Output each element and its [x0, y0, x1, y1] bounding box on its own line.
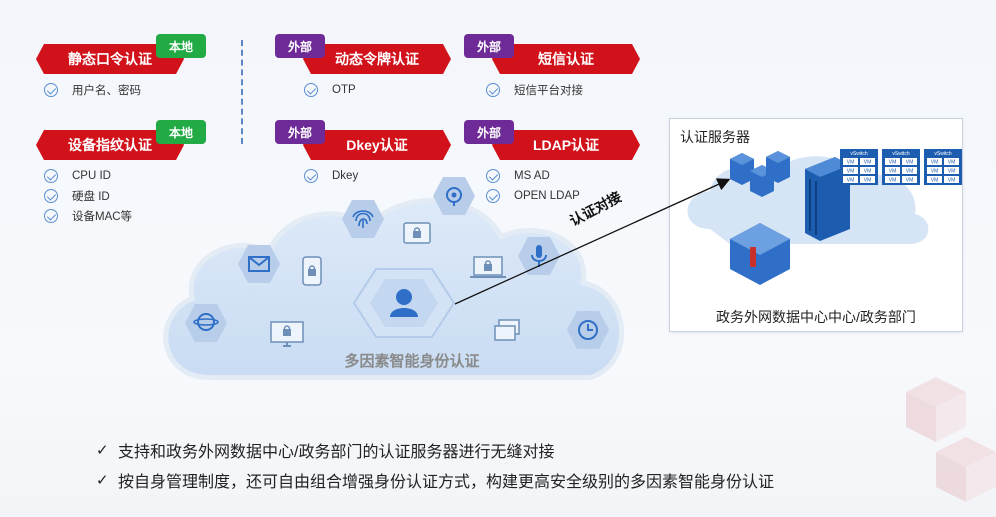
- auth-server-panel: 认证服务器 vSwitch: [669, 118, 963, 332]
- server-caption: 政务外网数据中心中心/政务部门: [716, 309, 916, 325]
- method-static-password: 静态口令认证 本地: [36, 34, 226, 98]
- method-items: Dkey: [304, 166, 358, 186]
- checkmark-icon: ✓: [96, 442, 109, 459]
- vm-label: VM: [906, 160, 914, 166]
- method-title: LDAP认证: [492, 130, 640, 160]
- vm-label: VM: [864, 160, 872, 166]
- local-tag: 本地: [156, 34, 206, 58]
- vm-label: VM: [847, 169, 855, 175]
- check-circle-icon: [304, 83, 318, 97]
- vm-label: VM: [948, 160, 956, 166]
- check-circle-icon: [44, 169, 58, 183]
- external-tag: 外部: [464, 120, 514, 144]
- check-circle-icon: [486, 83, 500, 97]
- vswitch-label: vSwitch: [934, 151, 951, 157]
- vm-label: VM: [847, 178, 855, 184]
- clock-icon: [567, 311, 609, 349]
- method-items: 用户名、密码: [44, 80, 141, 100]
- check-circle-icon: [486, 189, 500, 203]
- summary-bullets: ✓ 支持和政务外网数据中心/政务部门的认证服务器进行无缝对接 ✓ 按自身管理制度，还…: [96, 435, 774, 495]
- vm-label: VM: [948, 169, 956, 175]
- server-title: 认证服务器: [680, 129, 750, 145]
- fingerprint-icon: [342, 200, 384, 238]
- vm-label: VM: [864, 169, 872, 175]
- check-circle-icon: [44, 83, 58, 97]
- vswitch-label: vSwitch: [850, 151, 867, 157]
- external-tag: 外部: [464, 34, 514, 58]
- method-item: OPEN LDAP: [514, 190, 580, 202]
- monitor-lock-icon: [270, 321, 304, 347]
- user-identity-icon: [352, 268, 456, 338]
- method-item: CPU ID: [72, 170, 111, 182]
- checkmark-icon: ✓: [96, 472, 109, 489]
- method-item: 设备MAC等: [72, 211, 133, 223]
- location-icon: [433, 177, 475, 215]
- method-items: 短信平台对接: [486, 80, 583, 100]
- vswitch-vm-grid-icon: vSwitch VM VM VM VM VM VM: [882, 149, 920, 185]
- background-cubes-decoration: [906, 377, 996, 502]
- method-title: Dkey认证: [303, 130, 451, 160]
- method-title: 动态令牌认证: [303, 44, 451, 74]
- method-dynamic-token: 动态令牌认证 外部: [275, 34, 463, 98]
- method-item: 硬盘 ID: [72, 191, 110, 203]
- globe-lock-icon: [185, 304, 227, 342]
- method-items: OTP: [304, 80, 356, 100]
- local-tag: 本地: [156, 120, 206, 144]
- method-item: OTP: [332, 84, 356, 96]
- bullet-item: ✓ 按自身管理制度，还可自由组合增强身份认证方式，构建更高安全级别的多因素智能身份…: [96, 465, 774, 495]
- method-device-fingerprint: 设备指纹认证 本地: [36, 120, 226, 184]
- vm-label: VM: [889, 178, 897, 184]
- method-item: MS AD: [514, 170, 550, 182]
- check-circle-icon: [304, 169, 318, 183]
- method-items: CPU ID 硬盘 ID 设备MAC等: [44, 166, 132, 226]
- method-sms: 短信认证 外部: [464, 34, 652, 98]
- method-title: 短信认证: [492, 44, 640, 74]
- vm-label: VM: [931, 160, 939, 166]
- tablet-lock-icon: [403, 222, 431, 244]
- microphone-icon: [518, 237, 560, 275]
- method-item: Dkey: [332, 170, 359, 182]
- vm-label: VM: [906, 169, 914, 175]
- card-reader-icon: [494, 319, 520, 341]
- method-item: 短信平台对接: [514, 85, 583, 97]
- check-circle-icon: [44, 209, 58, 223]
- vm-label: VM: [931, 178, 939, 184]
- bullet-text: 支持和政务外网数据中心/政务部门的认证服务器进行无缝对接: [118, 444, 555, 461]
- external-tag: 外部: [275, 120, 325, 144]
- vm-label: VM: [889, 160, 897, 166]
- bullet-text: 按自身管理制度，还可自由组合增强身份认证方式，构建更高安全级别的多因素智能身份认…: [118, 474, 775, 491]
- vm-label: VM: [889, 169, 897, 175]
- vswitch-vm-grid-icon: vSwitch VM VM VM VM VM VM: [924, 149, 962, 185]
- bullet-item: ✓ 支持和政务外网数据中心/政务部门的认证服务器进行无缝对接: [96, 435, 774, 465]
- method-dkey: Dkey认证 外部: [275, 120, 463, 184]
- phone-lock-icon: [302, 256, 322, 286]
- method-item: 用户名、密码: [72, 85, 141, 97]
- vm-label: VM: [906, 178, 914, 184]
- laptop-lock-icon: [470, 256, 506, 278]
- method-ldap: LDAP认证 外部: [464, 120, 652, 184]
- vm-label: VM: [864, 178, 872, 184]
- method-items: MS AD OPEN LDAP: [486, 166, 580, 206]
- vswitch-vm-grid-icon: vSwitch VM VM VM VM VM VM: [840, 149, 878, 185]
- separator-dashed-line: [241, 40, 243, 144]
- check-circle-icon: [44, 189, 58, 203]
- vm-label: VM: [847, 160, 855, 166]
- cloud-label: 多因素智能身份认证: [344, 353, 480, 370]
- check-circle-icon: [486, 169, 500, 183]
- vswitch-label: vSwitch: [892, 151, 909, 157]
- vm-label: VM: [948, 178, 956, 184]
- vm-label: VM: [931, 169, 939, 175]
- external-tag: 外部: [275, 34, 325, 58]
- envelope-icon: [238, 245, 280, 283]
